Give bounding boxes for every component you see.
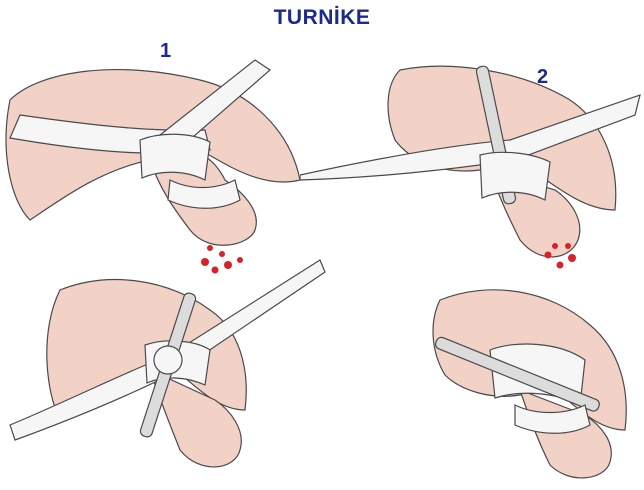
arm-stick-secured-icon [420,280,644,490]
arm-bandage-hand-icon [0,40,320,280]
page-title: TURNİKE [0,6,644,30]
arm-stick-knot-icon [0,250,330,490]
step-2-illustration [300,60,644,280]
step-3-illustration [0,250,330,490]
step-4-illustration [420,280,644,490]
arm-bandage-stick-icon [300,60,644,280]
step-1-illustration [0,40,320,280]
